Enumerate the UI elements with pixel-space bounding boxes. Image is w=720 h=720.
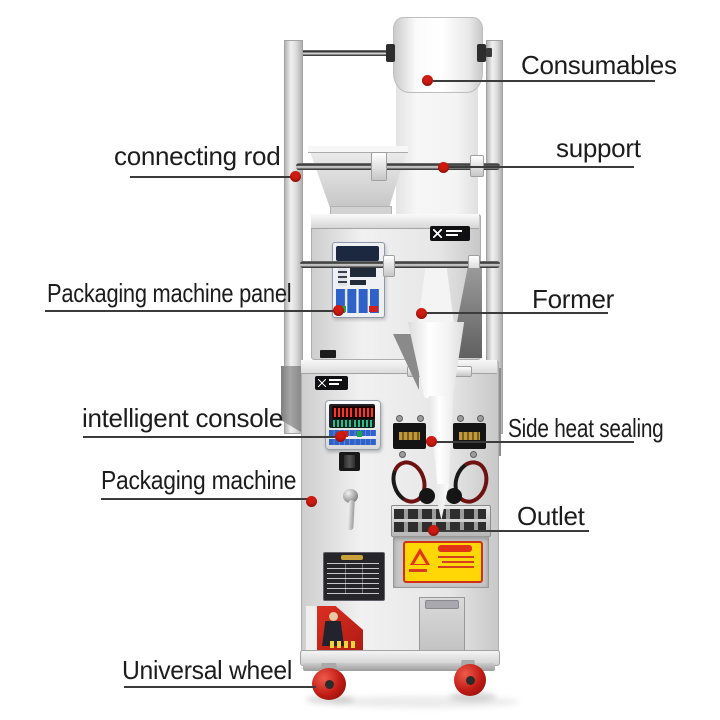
pulley-left bbox=[419, 488, 435, 504]
floor-shadow bbox=[330, 696, 520, 708]
promo-sticker-strip bbox=[306, 606, 317, 652]
promo-text-band bbox=[330, 641, 358, 648]
warning-text-line-1 bbox=[438, 556, 474, 558]
filler-panel-icon-strip bbox=[338, 266, 347, 286]
service-door-hinge bbox=[425, 600, 459, 609]
pulley-right bbox=[446, 488, 462, 504]
dot-packaging-machine bbox=[306, 496, 317, 507]
roll-shaft-nut bbox=[486, 48, 492, 57]
caster-hub-right bbox=[466, 676, 475, 685]
label-connecting-rod: connecting rod bbox=[114, 141, 281, 171]
wheel-shadow-right bbox=[450, 692, 496, 701]
nameplate-logo bbox=[341, 555, 363, 560]
support-rail-left-foot bbox=[281, 366, 301, 432]
leader-packaging-machine bbox=[101, 498, 311, 500]
seal-hook-left bbox=[399, 451, 406, 458]
console-display-right bbox=[353, 406, 375, 419]
leader-outlet bbox=[433, 530, 589, 532]
label-outlet: Outlet bbox=[517, 501, 585, 531]
dot-consumables bbox=[422, 75, 433, 86]
label-intelligent-console: intelligent console bbox=[82, 403, 283, 433]
connecting-rod-upper bbox=[296, 163, 500, 170]
seal-block-left-heater bbox=[399, 432, 420, 440]
label-packaging-machine-panel: Packaging machine panel bbox=[47, 278, 292, 308]
filler-panel-screen bbox=[350, 268, 376, 277]
outlet-slots-bottom bbox=[394, 522, 486, 532]
label-support: support bbox=[556, 133, 641, 163]
label-consumables: Consumables bbox=[521, 50, 677, 80]
filler-panel-display bbox=[336, 246, 379, 261]
warning-triangle-inner bbox=[414, 554, 426, 564]
seal-block-right-heater bbox=[459, 432, 480, 440]
filler-lid bbox=[311, 214, 479, 229]
connecting-rod-lower bbox=[300, 261, 500, 268]
brand-badge-lower bbox=[315, 376, 348, 390]
toggle-knob bbox=[343, 489, 358, 503]
label-side-heat-sealing: Side heat sealing bbox=[508, 413, 664, 443]
label-packaging-machine: Packaging machine bbox=[101, 465, 297, 495]
label-former: Former bbox=[532, 284, 614, 314]
film-sheet bbox=[396, 80, 478, 220]
promo-person-head bbox=[329, 612, 338, 621]
leader-side-heat-sealing bbox=[432, 441, 634, 443]
rod-bracket-c bbox=[383, 255, 395, 277]
promo-person-body bbox=[322, 621, 344, 646]
leader-universal-wheel bbox=[124, 686, 316, 688]
nameplate-divider-1 bbox=[345, 563, 346, 594]
seal-screw-1 bbox=[396, 415, 403, 422]
dot-intelligent-console bbox=[335, 431, 346, 442]
console-display-left2 bbox=[332, 419, 352, 428]
power-rocker-key bbox=[344, 455, 355, 468]
roll-collar-right bbox=[477, 44, 486, 62]
dot-support bbox=[438, 162, 449, 173]
seal-screw-4 bbox=[477, 415, 484, 422]
leader-consumables bbox=[433, 80, 655, 82]
seal-hook-right bbox=[470, 451, 477, 458]
rod-bracket-a bbox=[371, 152, 387, 181]
dot-side-heat-sealing bbox=[426, 436, 437, 447]
label-universal-wheel: Universal wheel bbox=[122, 655, 293, 685]
roll-collar-left bbox=[386, 44, 395, 62]
dot-packaging-machine-panel bbox=[333, 305, 344, 316]
console-display-left bbox=[332, 406, 354, 419]
warning-text-line-3 bbox=[438, 566, 474, 568]
dot-connecting-rod bbox=[290, 171, 301, 182]
caster-hub-left bbox=[325, 680, 334, 689]
dot-outlet bbox=[428, 525, 439, 536]
dot-former bbox=[416, 308, 427, 319]
leader-intelligent-console bbox=[83, 436, 341, 438]
leader-former bbox=[421, 312, 608, 314]
leader-connecting-rod bbox=[130, 176, 296, 178]
filler-foot-left bbox=[320, 350, 336, 358]
nameplate-divider-2 bbox=[362, 563, 363, 594]
filler-panel-screen-small bbox=[350, 280, 366, 285]
leader-packaging-machine-panel bbox=[45, 310, 339, 312]
warning-text-line-2 bbox=[442, 561, 474, 563]
leader-support bbox=[444, 166, 634, 168]
hopper-rim bbox=[308, 146, 408, 153]
base-lip bbox=[303, 663, 495, 671]
console-display-right2 bbox=[353, 419, 373, 428]
brand-badge-upper bbox=[430, 226, 470, 241]
seal-screw-2 bbox=[417, 415, 424, 422]
nameplate-rows bbox=[327, 563, 379, 594]
warning-caption bbox=[409, 569, 427, 572]
hopper bbox=[308, 146, 408, 208]
support-rail-left bbox=[284, 40, 303, 434]
seal-screw-3 bbox=[457, 415, 464, 422]
warning-title-pill bbox=[438, 545, 472, 552]
